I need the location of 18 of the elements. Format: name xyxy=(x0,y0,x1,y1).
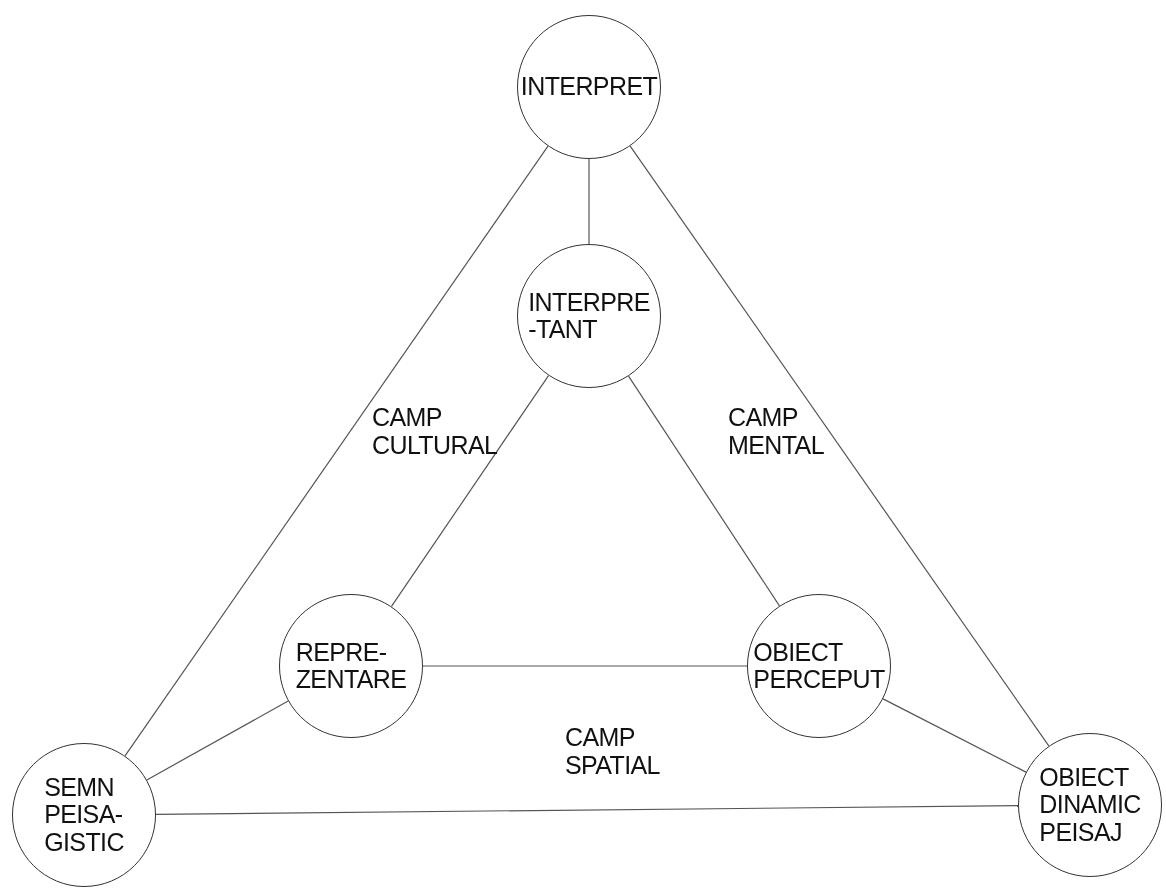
field-label: CAMP SPATIAL xyxy=(565,724,660,779)
connector-line xyxy=(422,665,748,667)
connector-line xyxy=(588,158,590,245)
connector-line xyxy=(629,145,1050,747)
concept-label: OBIECT DINAMIC PEISAJ xyxy=(1039,763,1141,847)
connector-line xyxy=(124,145,549,757)
concept-label: SEMN PEISA- GISTIC xyxy=(44,773,124,857)
field-label: CAMP MENTAL xyxy=(728,404,824,459)
connector-line xyxy=(627,375,781,607)
concept-label: REPRE- ZENTARE xyxy=(295,638,407,694)
connector-line xyxy=(390,374,550,608)
connector-line xyxy=(882,698,1027,773)
concept-label: INTERPRET xyxy=(520,73,658,101)
concept-label: INTERPRE -TANT xyxy=(528,288,650,344)
concept-label: OBIECT PERCEPUT xyxy=(753,638,885,694)
connector-line xyxy=(146,700,289,781)
connector-line xyxy=(155,805,1019,815)
field-label: CAMP CULTURAL xyxy=(372,404,498,459)
